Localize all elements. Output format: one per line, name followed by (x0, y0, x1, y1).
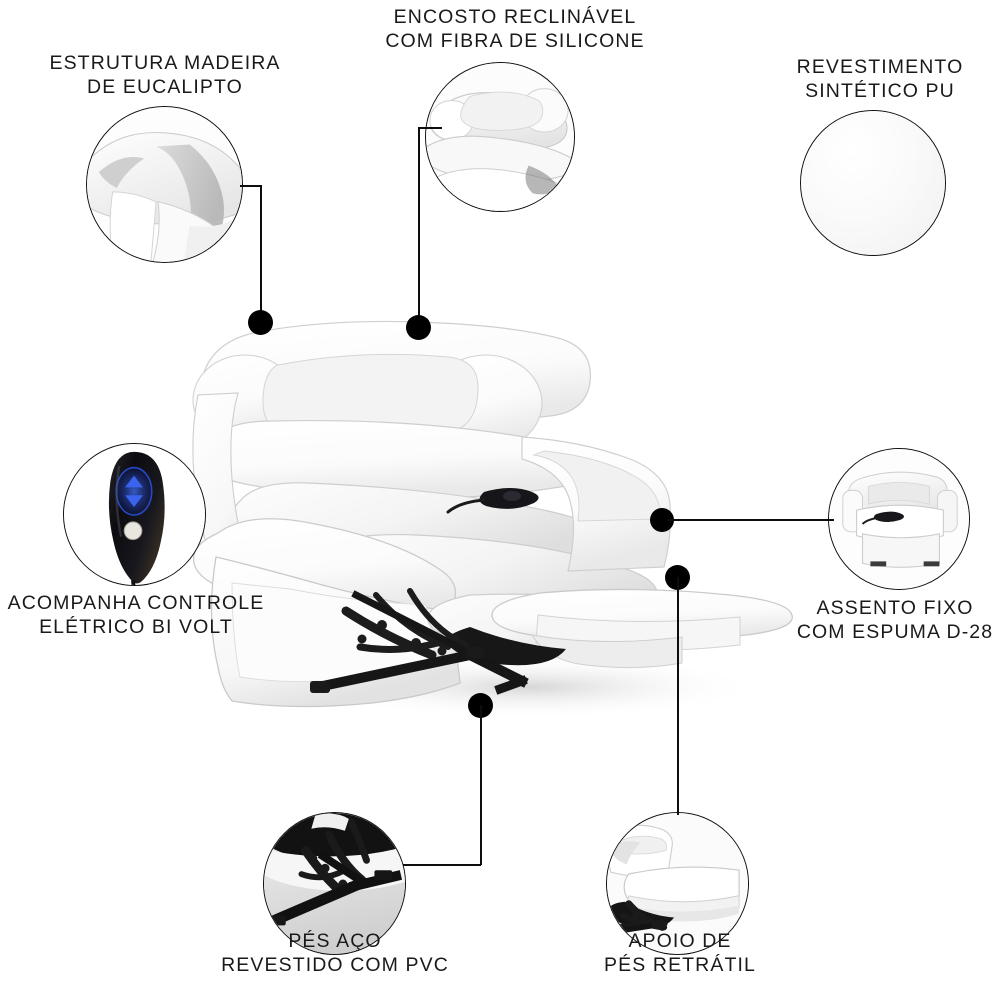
connector-dot-estrutura (248, 310, 273, 335)
feature-thumb-assento (828, 448, 970, 590)
connector-dot-encosto (406, 315, 431, 340)
feature-label-encosto: ENCOSTO RECLINÁVEL COM FIBRA DE SILICONE (385, 6, 645, 52)
chair-frame-closeup-icon (87, 107, 242, 262)
reclined-backrest-closeup-icon (426, 63, 574, 211)
feature-label-assento: ASSENTO FIXO COM ESPUMA D-28 (796, 597, 994, 643)
connector-line-assento-h (668, 519, 834, 521)
retractable-footrest-closeup-icon (607, 813, 748, 954)
connector-line-encosto-h (418, 127, 442, 129)
electric-remote-control-icon (64, 444, 205, 585)
feature-label-pes: PÉS AÇO REVESTIDO COM PVC (221, 930, 449, 976)
feature-thumb-revestimento (800, 110, 946, 256)
connector-line-encosto-v (418, 127, 420, 325)
connector-line-estrutura-v (260, 185, 262, 323)
pu-leather-swatch-icon (801, 111, 945, 255)
feature-thumb-pes (263, 812, 406, 955)
product-chair-illustration (170, 295, 830, 725)
connector-line-pes-v (480, 705, 482, 865)
steel-feet-closeup-icon (264, 813, 405, 954)
armchair-closed-view-icon (829, 449, 969, 589)
feature-thumb-estrutura (86, 106, 243, 263)
connector-line-pes-h (403, 864, 481, 866)
feature-label-estrutura: ESTRUTURA MADEIRA DE EUCALIPTO (49, 52, 281, 98)
feature-thumb-encosto (425, 62, 575, 212)
feature-label-revestimento: REVESTIMENTO SINTÉTICO PU (796, 56, 964, 102)
feature-thumb-apoio (606, 812, 749, 955)
feature-label-apoio: APOIO DE PÉS RETRÁTIL (604, 930, 756, 976)
feature-label-controle: ACOMPANHA CONTROLE ELÉTRICO BI VOLT (7, 592, 265, 638)
feature-thumb-controle (63, 443, 206, 586)
connector-line-estrutura-h (240, 185, 262, 187)
connector-line-apoio-v (677, 577, 679, 815)
